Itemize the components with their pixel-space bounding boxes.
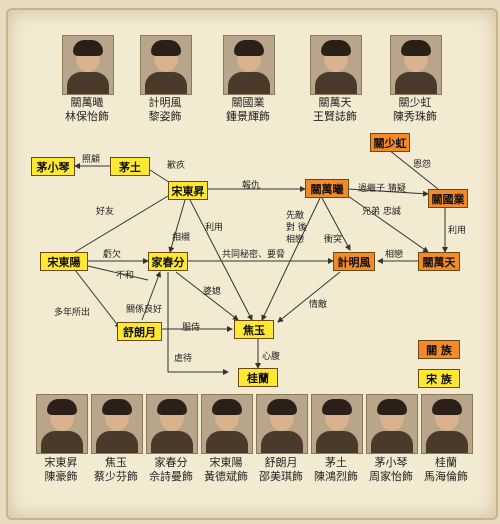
caption-actor: 邵美琪飾 bbox=[259, 470, 303, 483]
edge-buhe bbox=[87, 265, 149, 281]
edge-label-haoyou: 好友 bbox=[96, 207, 115, 217]
edge-label-zhaogu: 照顧 bbox=[82, 155, 101, 165]
edge-xiandi bbox=[261, 197, 321, 321]
caption-role: 關少虹 bbox=[398, 96, 432, 109]
edge-qingdi bbox=[277, 271, 341, 323]
portrait-guan-wantian bbox=[310, 35, 362, 95]
edge-poxi bbox=[175, 271, 239, 321]
portrait-gui-lan bbox=[421, 394, 473, 454]
portrait-guan-guoye bbox=[223, 35, 275, 95]
caption-role: 計明風 bbox=[148, 96, 182, 109]
portrait-ji-mingfeng bbox=[140, 35, 192, 95]
edge-label-chongtu: 衝突 bbox=[324, 235, 343, 245]
edge-label-liyong1: 利用 bbox=[205, 223, 224, 233]
caption-actor: 蔡少芬飾 bbox=[94, 470, 138, 483]
edge-label-duonian: 多年所出 bbox=[54, 308, 91, 318]
caption-role: 關萬曦 bbox=[70, 96, 104, 109]
caption-actor: 黃德斌飾 bbox=[204, 470, 248, 483]
node-jia-chunfen[interactable]: 家春分 bbox=[148, 252, 188, 271]
portrait-song-dongsheng bbox=[36, 394, 88, 454]
portrait-mao-tu bbox=[311, 394, 363, 454]
caption-actor: 王賢誌飾 bbox=[313, 110, 357, 123]
portrait-guan-shaohong bbox=[390, 35, 442, 95]
node-mao-xiaoqin[interactable]: 茅小琴 bbox=[31, 157, 75, 176]
edge-label-buhe: 不和 bbox=[116, 271, 135, 281]
edge-label-xiangai: 相戀 bbox=[385, 250, 404, 260]
edge-label-guanxiliang: 關係良好 bbox=[126, 305, 163, 315]
node-shu-langyue[interactable]: 舒朗月 bbox=[117, 322, 162, 341]
edge-label-gongtong: 共同秘密、要脅 bbox=[222, 250, 286, 260]
edge-enyuan bbox=[388, 149, 439, 190]
edge-xiongdi bbox=[347, 195, 429, 253]
node-song-dongsheng[interactable]: 宋東昇 bbox=[168, 181, 208, 200]
caption-role: 家春分 bbox=[154, 456, 188, 469]
caption-actor: 周家怡飾 bbox=[369, 470, 413, 483]
caption-role: 茅小琴 bbox=[374, 456, 408, 469]
node-jiao-yu[interactable]: 焦玉 bbox=[234, 320, 274, 339]
caption-actor: 陳豪飾 bbox=[44, 470, 78, 483]
caption-role: 桂蘭 bbox=[435, 456, 457, 469]
edge-label-enyuan: 恩怨 bbox=[413, 160, 432, 170]
edge-xiangchen bbox=[168, 199, 186, 253]
caption-role: 宋東昇 bbox=[44, 456, 78, 469]
edge-guojizi bbox=[347, 188, 429, 197]
edge-label-xiongdi: 兄弟 忠誠 bbox=[362, 207, 401, 217]
edge-guanxiliang bbox=[141, 271, 162, 321]
portrait-song-dongyang bbox=[201, 394, 253, 454]
legend-guan-clan: 關 族 bbox=[418, 340, 460, 359]
node-mao-tu[interactable]: 茅土 bbox=[110, 157, 150, 176]
node-song-dongyang[interactable]: 宋東陽 bbox=[40, 252, 88, 271]
node-ji-mingfeng[interactable]: 計明風 bbox=[333, 252, 375, 271]
caption-actor: 陳鴻烈飾 bbox=[314, 470, 358, 483]
portrait-shu-langyue bbox=[256, 394, 308, 454]
portrait-guan-wanxi bbox=[62, 35, 114, 95]
caption-actor: 佘詩曼飾 bbox=[149, 470, 193, 483]
edge-label-guojizi: 過繼子 猜疑 bbox=[358, 184, 406, 194]
caption-role: 舒朗月 bbox=[264, 456, 298, 469]
caption-role: 宋東陽 bbox=[209, 456, 243, 469]
node-guan-wantian[interactable]: 關萬天 bbox=[418, 252, 460, 271]
edge-label-xiangchen: 相襯 bbox=[172, 233, 191, 243]
caption-actor: 林保怡飾 bbox=[65, 110, 109, 123]
edge-label-kuiqian: 虧欠 bbox=[103, 250, 122, 260]
caption-role: 關國業 bbox=[231, 96, 265, 109]
portrait-jiao-yu bbox=[91, 394, 143, 454]
caption-role: 焦玉 bbox=[105, 456, 127, 469]
edge-label-xinfu: 心腹 bbox=[262, 352, 281, 362]
edge-nuedai bbox=[167, 272, 229, 375]
node-gui-lan[interactable]: 桂蘭 bbox=[238, 368, 278, 387]
edge-label-liyong2: 利用 bbox=[448, 226, 467, 236]
edge-duonian bbox=[74, 269, 121, 329]
edge-label-baochou: 報仇 bbox=[242, 181, 261, 191]
edge-haoyou bbox=[74, 195, 169, 253]
edge-label-poxi: 婆媳 bbox=[203, 287, 222, 297]
caption-actor: 陳秀珠飾 bbox=[393, 110, 437, 123]
node-guan-wanxi[interactable]: 關萬曦 bbox=[305, 179, 349, 198]
portrait-jia-chunfen bbox=[146, 394, 198, 454]
caption-actor: 馬海倫飾 bbox=[424, 470, 468, 483]
edge-label-qianjiu: 歉疚 bbox=[167, 161, 186, 171]
portrait-mao-xiaoqin bbox=[366, 394, 418, 454]
edge-liyong1 bbox=[189, 199, 253, 321]
edge-label-qingdi: 情敵 bbox=[309, 300, 328, 310]
caption-actor: 黎姿飾 bbox=[148, 110, 182, 123]
edge-label-fushi: 服侍 bbox=[182, 323, 201, 333]
caption-actor: 鍾景輝飾 bbox=[226, 110, 270, 123]
legend-song-clan: 宋 族 bbox=[418, 369, 460, 388]
caption-role: 茅土 bbox=[325, 456, 347, 469]
caption-role: 關萬天 bbox=[318, 96, 352, 109]
edge-label-nuedai: 虐待 bbox=[174, 354, 193, 364]
edge-shengxi bbox=[321, 197, 351, 251]
node-guan-guoye[interactable]: 關國業 bbox=[428, 189, 468, 208]
edge-label-xiandi: 先敵對 後相戀 bbox=[286, 211, 307, 245]
node-guan-shaohong[interactable]: 關少虹 bbox=[370, 133, 410, 152]
